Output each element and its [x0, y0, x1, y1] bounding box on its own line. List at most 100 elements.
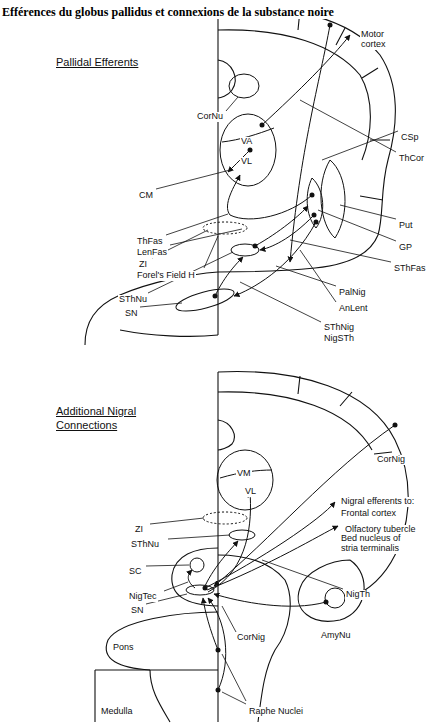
label-box: CorNig: [376, 448, 406, 466]
structure-label: LenFas: [136, 248, 168, 258]
label-box: SThNu: [130, 533, 160, 551]
label-box: PalNig: [338, 281, 367, 299]
label-box: ZI: [134, 518, 144, 536]
pathway-fiber: [215, 257, 243, 296]
neuron-soma: [253, 244, 258, 249]
nucleus-outline: [203, 222, 247, 234]
label-box: Pallidal Efferents: [55, 52, 139, 70]
label-box: SThNig: [323, 316, 355, 334]
neuron-soma: [328, 23, 333, 28]
neuron-soma: [310, 193, 315, 198]
label-box: ThFas: [136, 230, 164, 248]
label-box: VL: [244, 480, 257, 498]
structure-label: Pons: [112, 643, 135, 653]
label-box: SN: [130, 599, 145, 617]
label-box: Motor cortex: [360, 30, 396, 51]
nucleus-outline: [325, 588, 345, 608]
leader-line: [146, 565, 189, 566]
structure-label: NigSTh: [323, 334, 355, 344]
structure-label: SN: [130, 606, 145, 616]
structure-label: ZI: [134, 525, 144, 535]
leader-line: [150, 518, 204, 524]
leader-line: [204, 236, 218, 268]
structure-label: Motor cortex: [360, 30, 396, 50]
neuron-soma: [393, 423, 398, 428]
structure-label: SN: [124, 309, 139, 319]
structure-label: Frontal cortex: [340, 509, 397, 519]
nucleus-outline: [203, 512, 247, 524]
pathway-fiber: [188, 25, 395, 690]
label-box: CorNig: [236, 626, 266, 644]
label-box: SThNu: [118, 288, 148, 306]
brain-outline: [218, 392, 372, 450]
brain-outline: [85, 7, 408, 722]
structure-label: AmyNu: [320, 631, 352, 641]
label-box: Medulla: [100, 700, 134, 718]
pathway-fiber: [205, 541, 238, 586]
structure-label: Put: [398, 221, 414, 231]
structure-label: CSp: [400, 133, 420, 143]
structure-label: ZI: [138, 260, 148, 270]
figure-title: Efférences du globus pallidus et connexi…: [2, 5, 334, 19]
label-box: Additional Nigral Connections: [55, 405, 151, 433]
neuron-soma: [260, 123, 265, 128]
neuron-soma: [248, 148, 253, 153]
nucleus-outline: [174, 74, 345, 608]
label-box: Raphe Nuclei: [248, 700, 304, 718]
label-box: LenFas: [136, 241, 168, 259]
pathway-fiber: [262, 35, 350, 125]
label-box: Put: [398, 214, 414, 232]
neuron-soma: [203, 23, 398, 693]
leader-line: [276, 266, 336, 286]
leader-line: [300, 100, 396, 152]
structure-label: Forel's Field H: [136, 271, 196, 281]
label-box: Pons: [112, 636, 135, 654]
brain-outline: [298, 376, 392, 454]
pathway-fiber: [214, 594, 326, 606]
leader-line: [322, 131, 398, 160]
brain-outline: [218, 60, 235, 98]
neuron-soma: [314, 220, 319, 225]
label-box: Frontal cortex: [340, 502, 397, 520]
leader-line: [226, 97, 238, 111]
neuron-soma: [216, 688, 221, 693]
title-box: Efférences du globus pallidus et connexi…: [2, 2, 334, 20]
label-box: SC: [128, 560, 143, 578]
leader-line: [140, 97, 398, 704]
label-box: VL: [240, 150, 253, 168]
structure-label: SThFas: [393, 264, 427, 274]
structure-label: AnLent: [338, 304, 369, 314]
brain-outline: [218, 372, 408, 598]
nucleus-outline: [220, 114, 276, 186]
label-box: NigSTh: [323, 327, 355, 345]
label-box: Nigral efferents to:: [340, 490, 415, 508]
leader-line: [240, 282, 321, 322]
leader-line: [164, 582, 188, 591]
brain-outline: [150, 670, 170, 722]
nucleus-outline: [307, 178, 323, 228]
panel-heading: Pallidal Efferents: [55, 56, 139, 70]
brain-outline: [218, 420, 234, 450]
structure-label: GP: [398, 243, 413, 253]
brain-outline: [106, 612, 218, 670]
neuron-soma: [203, 586, 208, 591]
leader-line: [222, 606, 236, 632]
pathway-fiber: [208, 492, 251, 592]
nucleus-outline: [229, 530, 255, 540]
structure-label: Nigral efferents to:: [340, 497, 415, 507]
label-box: Forel's Field H: [136, 264, 196, 282]
neuron-soma: [324, 600, 329, 605]
nucleus-outline: [217, 450, 273, 510]
structure-label: SThNu: [130, 540, 160, 550]
brain-outline: [218, 555, 290, 722]
panel-heading: Additional Nigral Connections: [55, 405, 151, 433]
nucleus-outline: [220, 470, 272, 478]
structure-label: VL: [240, 157, 253, 167]
brain-outline: [172, 548, 218, 606]
label-box: ZI: [138, 253, 148, 271]
structure-label: Raphe Nuclei: [248, 707, 304, 717]
nucleus-outline: [174, 285, 236, 316]
structure-label: Bed nucleus of stria terminalis: [340, 534, 412, 554]
